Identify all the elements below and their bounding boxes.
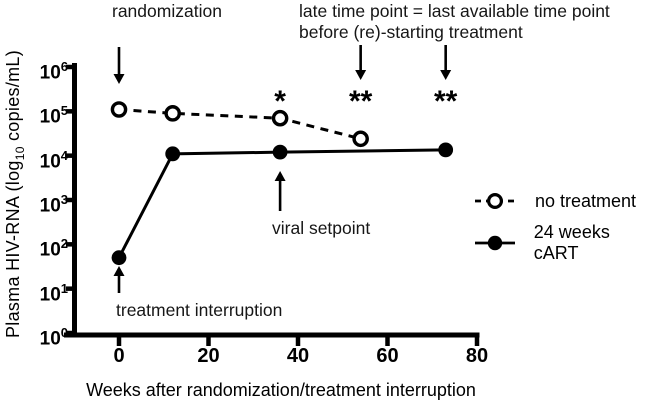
x-axis-title: Weeks after randomization/treatment inte… xyxy=(86,380,476,400)
annotation-late-time-point-line2: before (re)-starting treatment xyxy=(299,22,523,42)
annotation-late-time-point: late time point = last available time po… xyxy=(299,1,610,43)
legend: no treatment 24 weeks cART xyxy=(473,188,656,272)
open-circle-dashed-line-icon xyxy=(475,192,515,210)
significance-mark: ** xyxy=(349,85,373,118)
x-tick-label: 60 xyxy=(376,345,399,367)
series-line-24-weeks-cART xyxy=(117,148,446,259)
x-tick-label: 20 xyxy=(197,345,220,367)
data-point-open-circle xyxy=(271,109,289,127)
data-point-open-circle xyxy=(352,130,369,148)
filled-circle-solid-line-icon xyxy=(475,235,515,251)
y-tick-label: 104 xyxy=(39,147,68,172)
legend-item-cart: 24 weeks cART xyxy=(473,222,656,263)
data-point-filled-circle xyxy=(272,144,288,160)
x-tick-label: 80 xyxy=(465,345,489,367)
y-tick-label: 106 xyxy=(39,59,68,84)
legend-item-no-treatment: no treatment xyxy=(473,188,656,214)
significance-mark: ** xyxy=(434,85,458,118)
treatment-interruption-arrow-head xyxy=(113,266,125,276)
y-tick-label: 100 xyxy=(39,325,68,350)
annotation-late-time-point-line1: late time point = last available time po… xyxy=(299,1,610,21)
significance-mark: * xyxy=(274,85,286,118)
y-tick-label: 101 xyxy=(39,280,68,305)
y-tick-label: 102 xyxy=(39,236,68,261)
legend-label-no-treatment: no treatment xyxy=(535,190,637,211)
late-time-point-2-arrow-head xyxy=(440,70,452,80)
y-tick-label: 103 xyxy=(39,192,68,217)
randomization-arrow-head xyxy=(113,74,125,84)
annotation-randomization: randomization xyxy=(112,1,222,21)
series-line-no-treatment xyxy=(118,108,362,141)
data-point-open-circle xyxy=(110,101,128,118)
y-tick-label: 105 xyxy=(39,103,68,128)
legend-label-cart: 24 weeks cART xyxy=(533,222,610,263)
x-tick-label: 40 xyxy=(286,345,310,367)
data-point-filled-circle xyxy=(165,146,181,162)
x-tick-label: 0 xyxy=(113,345,125,367)
annotation-viral-setpoint: viral setpoint xyxy=(272,218,371,238)
data-point-open-circle xyxy=(164,105,181,122)
annotation-treatment-interruption: treatment interruption xyxy=(116,300,283,320)
viral-setpoint-arrow-head xyxy=(274,171,286,181)
data-point-filled-circle xyxy=(438,142,454,158)
late-time-point-1-arrow-head xyxy=(355,70,367,80)
data-point-filled-circle xyxy=(111,250,127,266)
